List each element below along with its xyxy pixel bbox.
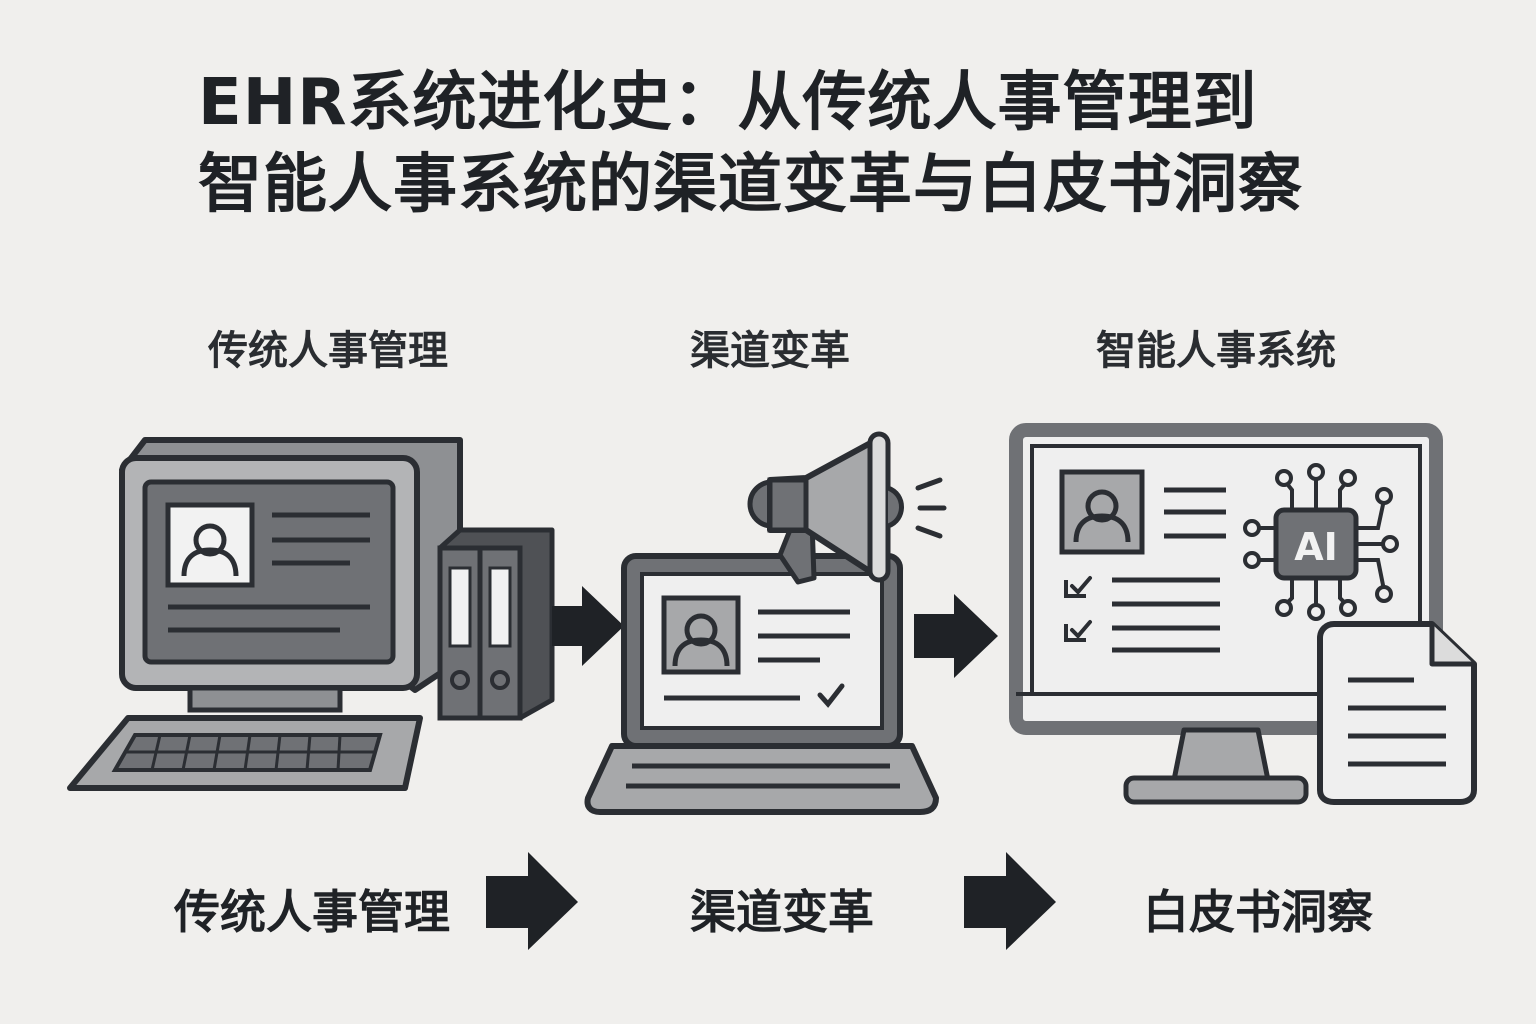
stage-label-smart: 智能人事系统 xyxy=(1096,328,1336,374)
arrow-right-icon xyxy=(486,852,578,950)
arrow-right-icon xyxy=(964,852,1056,950)
stage-label-channel: 渠道变革 xyxy=(690,328,850,374)
title-line-1: EHR系统进化史：从传统人事管理到 xyxy=(198,66,1258,140)
arrow-right-icon xyxy=(552,586,624,666)
ai-chip-icon: AI xyxy=(1243,463,1399,621)
ai-chip-label: AI xyxy=(1294,525,1338,569)
bottom-label-whitepaper: 白皮书洞察 xyxy=(1143,885,1373,939)
title-line-2: 智能人事系统的渠道变革与白皮书洞察 xyxy=(198,148,1303,222)
arrow-right-icon xyxy=(914,594,998,678)
desktop-computer-icon xyxy=(67,437,463,791)
megaphone-icon xyxy=(747,431,947,585)
stage-label-traditional: 传统人事管理 xyxy=(208,328,448,374)
page-title: EHR系统进化史：从传统人事管理到 智能人事系统的渠道变革与白皮书洞察 xyxy=(198,62,1303,226)
bottom-label-channel: 渠道变革 xyxy=(690,885,874,939)
laptop-icon xyxy=(584,553,939,815)
binders-icon xyxy=(437,527,555,721)
bottom-label-traditional: 传统人事管理 xyxy=(174,885,450,939)
document-icon xyxy=(1317,621,1477,805)
